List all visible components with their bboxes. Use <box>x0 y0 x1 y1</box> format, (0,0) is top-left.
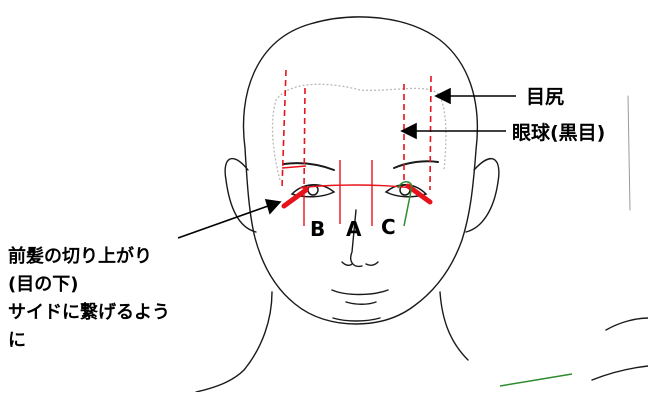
eyebrows <box>284 161 438 170</box>
shoulder-right-2 <box>592 366 648 380</box>
nostril-left <box>342 262 352 265</box>
arrows <box>178 89 516 238</box>
mouth <box>332 290 388 295</box>
label-outer-corner: 目尻 <box>526 86 564 108</box>
arrow-bangs-head <box>266 200 280 213</box>
guide-right-outer <box>430 76 431 190</box>
guide-left-inner <box>304 88 305 190</box>
shoulder-right <box>606 318 648 330</box>
label-section-a: A <box>346 217 362 241</box>
nostril-right <box>366 262 378 265</box>
right-eyebrow <box>394 161 438 168</box>
right-neck <box>440 292 468 360</box>
label-bangs-3: サイドに繋げるよう <box>8 301 170 323</box>
right-edge-sketch <box>628 96 630 210</box>
lower-lip <box>346 302 376 304</box>
arrow-outer-corner-head <box>436 89 450 103</box>
chin-line <box>333 318 380 321</box>
label-section-b: B <box>310 217 325 241</box>
guide-left-outer <box>282 70 286 188</box>
head-outline <box>244 17 478 324</box>
head-sketch <box>196 17 648 392</box>
bangs-top-line <box>282 166 306 168</box>
hairline-dotted <box>273 84 446 180</box>
green-accents <box>398 182 572 386</box>
left-eyebrow-mark <box>284 190 306 206</box>
label-bangs-1: 前髪の切り上がり <box>8 245 152 267</box>
label-bangs-4: に <box>8 330 26 351</box>
label-eyeball: 眼球(黒目) <box>512 121 605 144</box>
left-neck <box>196 292 272 392</box>
green-shoulder-line <box>500 374 572 386</box>
label-section-c: C <box>381 215 396 239</box>
label-bangs-2: (目の下) <box>8 274 78 295</box>
